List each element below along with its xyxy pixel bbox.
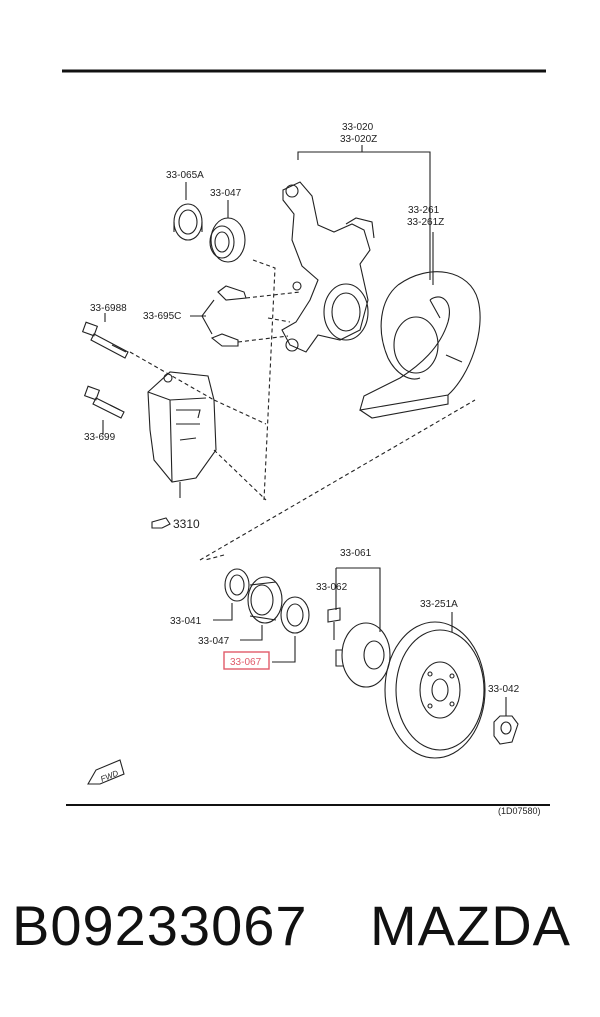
label-33-020Z: 33-020Z: [340, 134, 377, 145]
bolt-33-6988: [81, 321, 129, 359]
hand-pointer-icon: [151, 517, 171, 529]
steering-knuckle: [281, 181, 375, 353]
label-33-261Z: 33-261Z: [407, 217, 444, 228]
label-33-042: 33-042: [488, 684, 520, 695]
hub-bolt-33-062: [327, 607, 341, 640]
hub-nut-33-042: [493, 715, 519, 745]
label-33-695C: 33-695C: [143, 311, 181, 322]
label-33-065A: 33-065A: [166, 170, 204, 181]
hub-leader: [335, 567, 381, 632]
bearing-33-047-top: [209, 217, 246, 263]
seal-33-041: [224, 568, 250, 602]
label-33-047: 33-047: [198, 636, 230, 647]
bearing-33-047: [247, 576, 283, 624]
label-33-251A: 33-251A: [420, 599, 458, 610]
label-33-699: 33-699: [84, 432, 116, 443]
brand-name: MAZDA: [370, 894, 571, 957]
assembly-guides: [129, 259, 476, 561]
label-leaders: [102, 182, 507, 716]
label-33-062: 33-062: [316, 582, 348, 593]
part-number: B09233067: [12, 894, 308, 957]
label-fwd: FWD: [99, 769, 119, 784]
diagram-code: (1D07580): [498, 806, 541, 816]
label-33-6988: 33-6988: [90, 303, 127, 314]
label-3310: 3310: [173, 517, 200, 531]
label-33-261: 33-261: [408, 205, 440, 216]
label-33-047-top: 33-047: [210, 188, 242, 199]
label-33-061: 33-061: [340, 548, 372, 559]
brake-rotor: [384, 621, 486, 759]
brake-caliper: [147, 371, 217, 498]
seal-33-065A: [173, 203, 203, 241]
dust-shield: [359, 271, 481, 419]
fwd-arrow-icon: [87, 759, 125, 785]
knuckle-leader: [297, 145, 431, 280]
label-33-041: 33-041: [170, 616, 202, 627]
highlight-box: [223, 651, 270, 670]
bolt-33-699: [83, 385, 125, 419]
exploded-parts-diagram: 33-020 33-020Z 33-065A 33-047 33-261 33-…: [62, 69, 550, 816]
label-33-020: 33-020: [342, 122, 374, 133]
seal-33-067: [280, 596, 310, 634]
wheel-hub: [335, 622, 391, 688]
lower-leaders: [213, 603, 296, 663]
label-33-067: 33-067: [230, 657, 262, 668]
